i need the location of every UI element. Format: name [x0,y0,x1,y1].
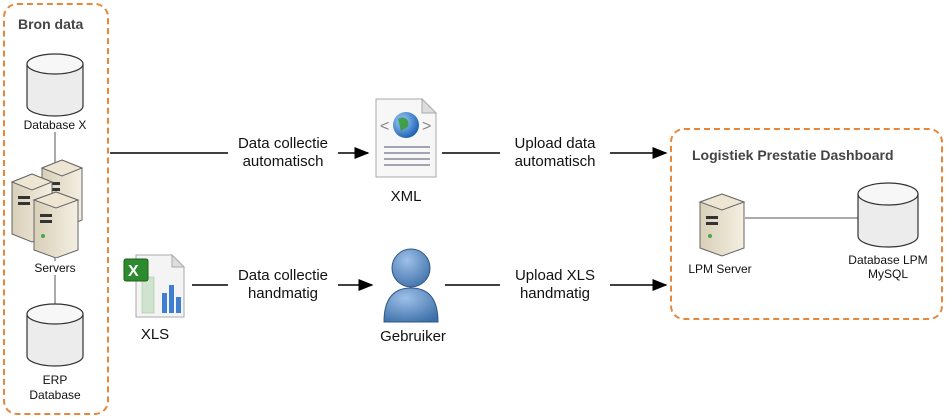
edge-label-collect-auto-2: automatisch [242,153,324,170]
lpm-server-icon [698,193,746,257]
edge-label-collect-manual: Data collectie handmatig [228,267,338,303]
edge-label-collect-manual-1: Data collectie [237,267,329,284]
database-x-label: Database X [15,118,95,132]
dashboard-group [670,128,943,320]
edge-label-collect-auto: Data collectie automatisch [228,135,338,171]
erp-database-icon [26,303,84,367]
erp-database-label-2: Database [29,388,81,402]
dashboard-title: Logistiek Prestatie Dashboard [692,147,894,163]
edge-label-upload-auto-2: automatisch [514,153,596,170]
erp-database-label-1: ERP [42,373,68,387]
edge-label-upload-manual: Upload XLS handmatig [500,267,610,303]
svg-text:X: X [128,263,139,280]
edge-label-upload-manual-2: handmatig [519,285,591,302]
source-data-group [3,3,109,415]
edge-label-upload-auto-1: Upload data [514,135,596,152]
edge-label-collect-manual-2: handmatig [247,285,319,302]
servers-label: Servers [15,261,95,275]
database-x-icon [26,53,84,117]
svg-text:<: < [380,118,389,135]
lpm-database-label-2: MySQL [867,267,908,281]
edge-label-collect-auto-1: Data collectie [237,135,329,152]
xls-label: XLS [125,326,185,344]
user-label: Gebruiker [368,328,458,346]
edge-label-upload-auto: Upload data automatisch [500,135,610,171]
svg-text:>: > [422,118,431,135]
source-group-title: Bron data [18,16,84,32]
user-icon [383,248,439,323]
lpm-database-label-1: Database LPM [848,253,928,267]
xml-document-icon: < > [375,97,438,178]
edge-label-upload-manual-1: Upload XLS [514,267,596,284]
servers-icon [10,159,84,258]
xml-label: XML [376,188,436,206]
xls-file-icon: X [123,253,186,318]
lpm-database-icon [857,182,919,248]
lpm-server-label: LPM Server [688,262,752,276]
